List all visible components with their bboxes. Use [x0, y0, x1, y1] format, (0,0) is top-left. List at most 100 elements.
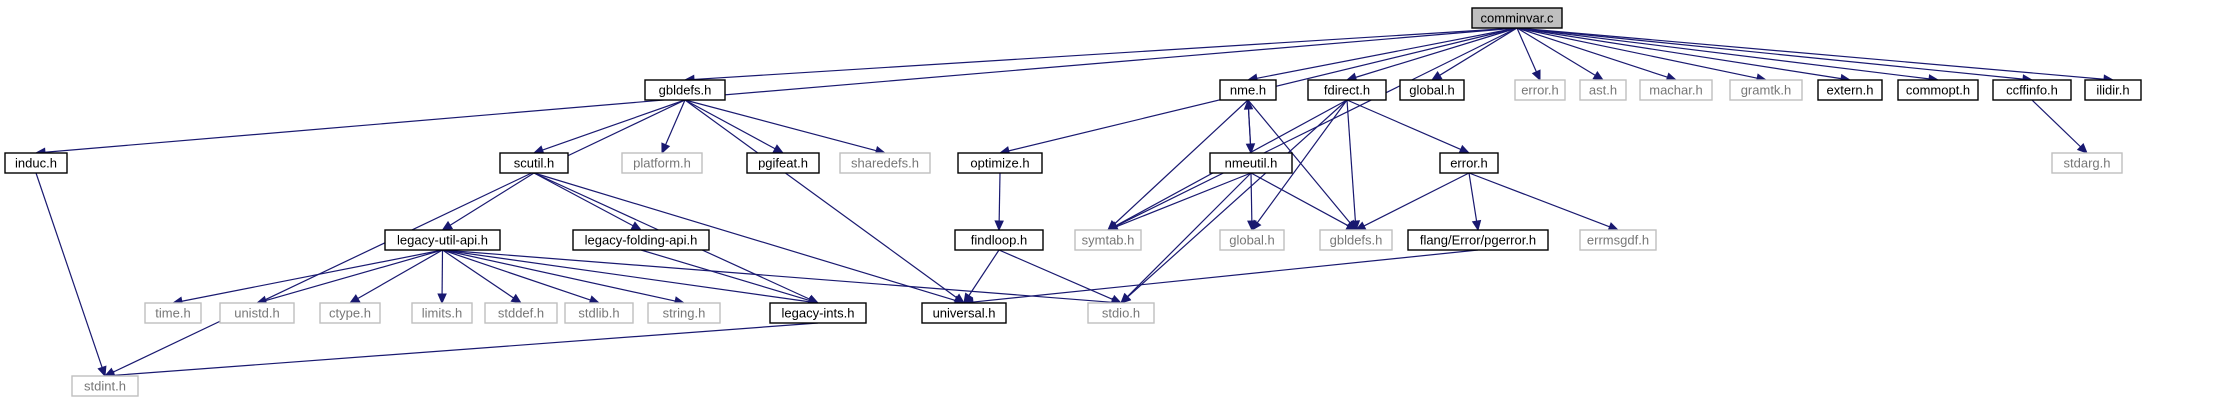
arrowhead-icon: [348, 294, 361, 304]
edge-line: [1346, 99, 1461, 150]
node-label: stdarg.h: [2064, 156, 2111, 171]
node-box: [1219, 79, 1277, 101]
node-legacy-ints[interactable]: legacy-ints.h: [769, 302, 867, 324]
node-comminvar[interactable]: comminvar.c: [1471, 7, 1563, 29]
arrowhead-icon: [97, 365, 107, 378]
node-gbldefs-ext: gbldefs.h: [1319, 229, 1393, 251]
node-findloop[interactable]: findloop.h: [954, 229, 1044, 251]
edge-line: [1439, 27, 1518, 76]
arrowhead-icon: [772, 144, 785, 154]
node-scutil[interactable]: scutil.h: [499, 152, 569, 174]
node-error-mid[interactable]: error.h: [1439, 152, 1499, 174]
node-pgerror[interactable]: flang/Error/pgerror.h: [1407, 229, 1549, 251]
node-errmsgdf: errmsgdf.h: [1579, 229, 1657, 251]
node-extern[interactable]: extern.h: [1817, 79, 1883, 101]
edge-comminvar-to-commopt: [1516, 27, 1940, 84]
node-box: [1817, 79, 1883, 101]
edge-legacy_util-to-stdlib: [442, 249, 601, 305]
edge-line: [998, 172, 1001, 222]
edge-line: [1127, 99, 1348, 298]
node-box: [2084, 79, 2142, 101]
node-ctype: ctype.h: [319, 302, 381, 324]
edge-line: [1116, 172, 1252, 228]
node-label: legacy-folding-api.h: [585, 233, 698, 248]
node-ilidir[interactable]: ilidir.h: [2084, 79, 2142, 101]
node-label: legacy-util-api.h: [397, 233, 488, 248]
node-optimize[interactable]: optimize.h: [957, 152, 1043, 174]
node-box: [746, 152, 820, 174]
edge-comminvar-to-machar: [1516, 27, 1678, 82]
node-label: error.h: [1521, 83, 1559, 98]
node-string: string.h: [647, 302, 721, 324]
edge-line: [1516, 27, 1930, 80]
node-box: [957, 152, 1043, 174]
node-machar: machar.h: [1639, 79, 1713, 101]
node-label: stdlib.h: [578, 306, 619, 321]
node-box: [1307, 79, 1387, 101]
edge-line: [1250, 172, 1349, 227]
edge-optimize-to-findloop: [994, 172, 1004, 232]
node-box: [411, 302, 473, 324]
edge-line: [1114, 99, 1249, 225]
node-global-top[interactable]: global.h: [1399, 79, 1465, 101]
node-stdlib: stdlib.h: [564, 302, 634, 324]
node-box: [484, 302, 558, 324]
node-stddef: stddef.h: [484, 302, 558, 324]
edge-line: [968, 249, 1000, 296]
edge-line: [442, 249, 810, 303]
node-label: sharedefs.h: [851, 156, 919, 171]
node-box: [2051, 152, 2123, 174]
node-label: stdio.h: [1102, 306, 1140, 321]
node-fdirect[interactable]: fdirect.h: [1307, 79, 1387, 101]
edge-findloop-to-stdio: [998, 249, 1123, 304]
node-box: [499, 152, 569, 174]
node-box: [564, 302, 634, 324]
node-label: scutil.h: [514, 156, 554, 171]
arrowhead-icon: [994, 220, 1004, 232]
edge-nmeutil-to-gbldefs_ext: [1250, 172, 1358, 231]
node-label: comminvar.c: [1481, 11, 1554, 26]
node-universal[interactable]: universal.h: [921, 302, 1007, 324]
arrowhead-icon: [510, 293, 523, 304]
node-sharedefs: sharedefs.h: [839, 152, 931, 174]
node-gbldefs-top[interactable]: gbldefs.h: [644, 79, 726, 101]
edge-gbldefs_top-to-scutil: [532, 99, 686, 155]
node-box: [1471, 7, 1563, 29]
edge-gbldefs_top-to-sharedefs: [684, 99, 887, 156]
node-label: pgifeat.h: [758, 156, 808, 171]
node-nmeutil[interactable]: nmeutil.h: [1209, 152, 1293, 174]
node-label: findloop.h: [971, 233, 1027, 248]
arrowhead-icon: [437, 293, 447, 305]
edge-line: [533, 172, 634, 227]
node-legacy-folding[interactable]: legacy-folding-api.h: [572, 229, 710, 251]
edge-scutil-to-legacy_util: [441, 172, 535, 231]
edge-nmeutil-to-nme: [1243, 98, 1254, 154]
node-legacy-util[interactable]: legacy-util-api.h: [384, 229, 501, 251]
node-commopt[interactable]: commopt.h: [1897, 79, 1979, 101]
edge-fdirect-to-error_mid: [1346, 99, 1471, 154]
node-label: machar.h: [1649, 83, 1702, 98]
edge-comminvar-to-gramtk: [1516, 27, 1768, 83]
node-label: commopt.h: [1906, 83, 1970, 98]
edge-line: [442, 249, 591, 301]
edge-line: [684, 99, 877, 152]
node-label: error.h: [1450, 156, 1488, 171]
node-induc[interactable]: induc.h: [4, 152, 68, 174]
edge-comminvar-to-error_top: [1516, 27, 1541, 82]
node-label: gbldefs.h: [659, 83, 712, 98]
node-box: [384, 229, 501, 251]
node-nme[interactable]: nme.h: [1219, 79, 1277, 101]
edge-line: [1468, 172, 1610, 228]
edge-line: [684, 99, 958, 299]
node-box: [1439, 152, 1499, 174]
node-pgifeat[interactable]: pgifeat.h: [746, 152, 820, 174]
node-label: stddef.h: [498, 306, 544, 321]
node-ccffinfo[interactable]: ccffinfo.h: [1992, 79, 2072, 101]
edge-line: [972, 249, 1479, 303]
edge-line: [1468, 172, 1478, 222]
arrowhead-icon: [1430, 70, 1443, 81]
node-box: [319, 302, 381, 324]
edge-fdirect-to-global_ext: [1251, 99, 1348, 231]
arrowhead-icon: [1251, 219, 1262, 231]
arrowhead-icon: [1531, 69, 1541, 82]
